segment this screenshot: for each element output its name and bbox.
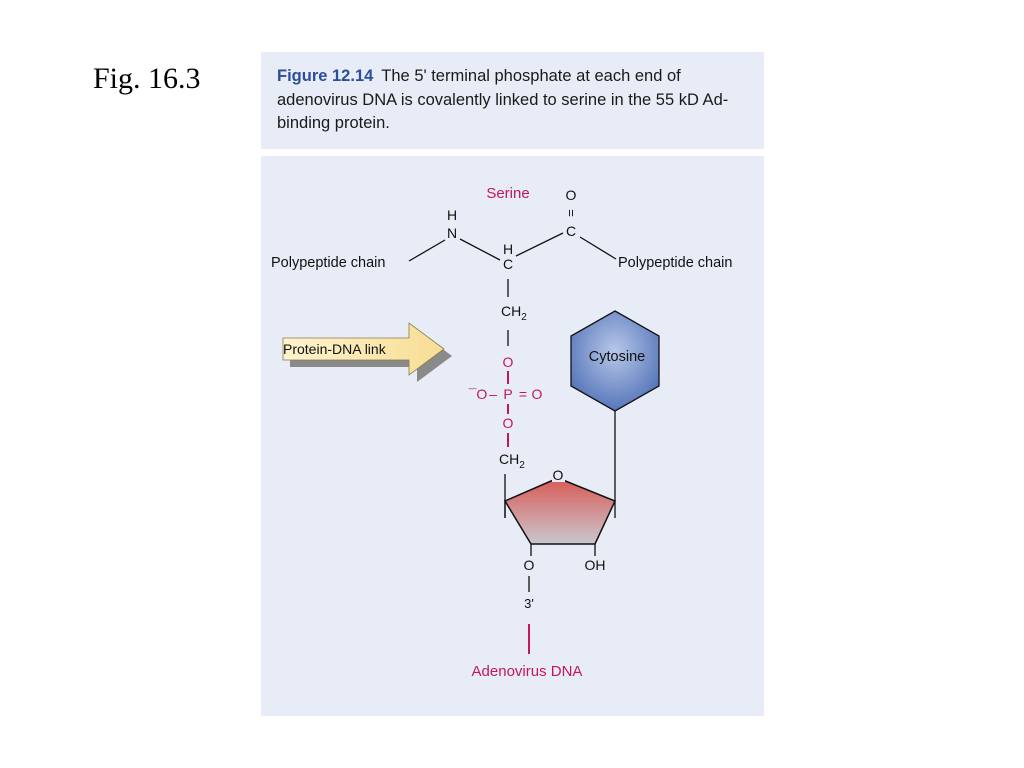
chemical-structure-diagram: Serine H N H C O = C Polypeptide chain P… <box>271 185 732 680</box>
bond-c-chain <box>579 236 617 260</box>
serine-label: Serine <box>486 185 529 202</box>
ring-oxygen: O <box>553 467 564 483</box>
adenovirus-dna-label: Adenovirus DNA <box>472 663 583 680</box>
diagram-panel: Serine H N H C O = C Polypeptide chain P… <box>261 156 764 716</box>
sugar-o3: O <box>524 557 535 573</box>
caption-text: The 5' terminal phosphate at each end of… <box>277 67 729 132</box>
protein-dna-link-label: Protein-DNA link <box>283 341 387 357</box>
phosphate-o-bottom: O <box>503 415 514 431</box>
atom-h-amine: H <box>447 207 457 223</box>
protein-dna-link-arrow <box>282 322 445 376</box>
group-ch2-sugar: CH2 <box>499 451 525 471</box>
polypeptide-right-label: Polypeptide chain <box>618 255 732 271</box>
ring-o-bg <box>552 467 565 482</box>
group-ch2-serine: CH2 <box>501 303 527 323</box>
deoxyribose-sugar <box>503 477 617 545</box>
phosphate-o-right: O <box>532 386 543 402</box>
polypeptide-left-label: Polypeptide chain <box>271 255 385 271</box>
bond-n-calpha <box>459 238 501 261</box>
atom-nitrogen: N <box>447 225 457 241</box>
figure-number: Figure 12.14 <box>277 67 374 85</box>
phosphate-o-left: ¯O <box>468 386 488 402</box>
bond-double-carbonyl: = <box>564 209 579 217</box>
atom-c-alpha: C <box>503 256 513 272</box>
bond-o-p-left: – <box>489 386 497 402</box>
phosphate-p: P <box>503 386 512 402</box>
atom-c-carbonyl: C <box>566 223 576 239</box>
cytosine-label: Cytosine <box>589 349 645 365</box>
atom-h-alpha: H <box>503 241 513 257</box>
atom-o-carbonyl: O <box>566 187 577 203</box>
bond-p-o-double: = <box>519 386 527 402</box>
phosphate-o-top: O <box>503 354 514 370</box>
bond-chain-n <box>408 239 446 262</box>
bond-calpha-c <box>515 232 564 257</box>
slide-label: Fig. 16.3 <box>93 62 201 95</box>
three-prime-label: 3' <box>524 596 534 611</box>
sugar-oh: OH <box>585 557 606 573</box>
